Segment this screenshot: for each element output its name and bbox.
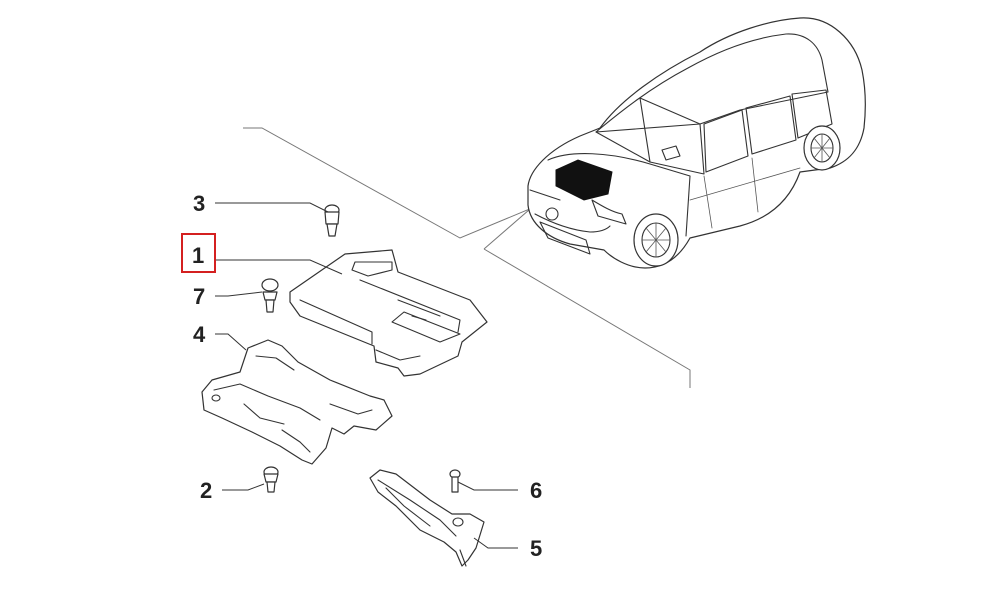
- callout-5: 5: [530, 536, 542, 561]
- leader-lines: [215, 202, 518, 549]
- push-clip-icon: [324, 204, 340, 237]
- callout-7: 7: [193, 284, 205, 309]
- sedan-car-icon: [527, 17, 866, 269]
- callout-6: 6: [530, 478, 542, 503]
- lower-cover-part: [201, 339, 393, 465]
- callout-1: 1: [192, 243, 204, 268]
- engine-cover-on-car: [555, 159, 613, 201]
- bolt-icon: [263, 466, 279, 493]
- callout-1-highlight-box: [181, 233, 216, 273]
- callout-3: 3: [193, 191, 205, 216]
- stud-pin-icon: [261, 278, 279, 313]
- callout-2: 2: [200, 478, 212, 503]
- screw-icon: [449, 469, 461, 493]
- engine-cover-part: [289, 249, 488, 377]
- guide-lines: [243, 127, 691, 388]
- callout-labels: 3 1 7 4 2 6 5: [192, 191, 542, 561]
- callout-4: 4: [193, 322, 206, 347]
- side-bracket-part: [369, 469, 485, 567]
